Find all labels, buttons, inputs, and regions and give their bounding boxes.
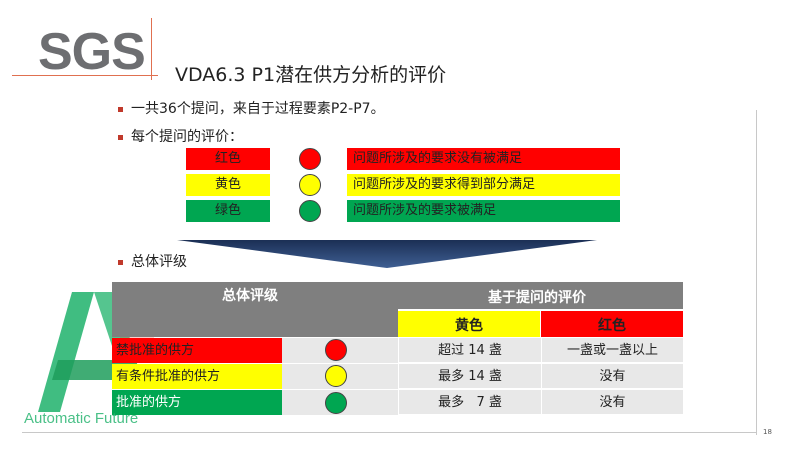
down-arrow-icon (177, 240, 597, 268)
row-label-approved: 批准的供方 (112, 390, 282, 415)
column-header-red: 红色 (541, 311, 683, 337)
page-number: 18 (763, 428, 772, 436)
cell-yellow-count: 最多 7 盏 (398, 390, 541, 415)
cell-red-count: 没有 (541, 364, 683, 389)
cell-red-count: 没有 (541, 390, 683, 415)
red-light-icon (325, 339, 347, 361)
level-desc-green: 问题所涉及的要求被满足 (347, 200, 620, 222)
bottom-rule (22, 432, 757, 433)
overall-rating-header: 总体评级 (222, 288, 278, 304)
level-desc-yellow: 问题所涉及的要求得到部分满足 (347, 174, 620, 196)
bullet-evaluation: 每个提问的评价： (118, 126, 243, 146)
table-header-bar (112, 282, 683, 309)
level-name-red: 红色 (186, 148, 270, 170)
slide-title: VDA6.3 P1潜在供方分析的评价 (175, 64, 447, 86)
bullet-icon (118, 134, 123, 140)
logo-divider-horizontal (12, 75, 158, 76)
watermark-text: Automatic Future (24, 410, 139, 427)
bullet-overall-rating: 总体评级 (118, 251, 187, 271)
sgs-logo: SGS (38, 23, 146, 81)
bullet-question-count: 一共36个提问，来自于过程要素P2-P7。 (118, 98, 385, 118)
cell-yellow-count: 超过 14 盏 (398, 338, 541, 363)
bullet-icon (118, 259, 123, 265)
row-label-not-approved: 禁批准的供方 (112, 338, 282, 363)
level-desc-red: 问题所涉及的要求没有被满足 (347, 148, 620, 170)
logo-divider-vertical (151, 18, 152, 80)
table-header-left (112, 309, 398, 337)
red-light-icon (299, 148, 321, 170)
yellow-light-icon (299, 174, 321, 196)
bullet-text: 总体评级 (131, 254, 187, 270)
column-header-yellow: 黄色 (398, 311, 540, 337)
green-light-icon (299, 200, 321, 222)
bullet-icon (118, 106, 123, 112)
bullet-text: 每个提问的评价： (131, 129, 243, 145)
right-rule (756, 110, 757, 435)
cell-red-count: 一盏或一盏以上 (541, 338, 683, 363)
level-name-green: 绿色 (186, 200, 270, 222)
level-name-yellow: 黄色 (186, 174, 270, 196)
bullet-text: 一共36个提问，来自于过程要素P2-P7。 (131, 101, 385, 117)
row-label-conditional: 有条件批准的供方 (112, 364, 282, 389)
yellow-light-icon (325, 365, 347, 387)
cell-yellow-count: 最多 14 盏 (398, 364, 541, 389)
green-light-icon (325, 392, 347, 414)
question-based-header: 基于提问的评价 (488, 290, 586, 306)
